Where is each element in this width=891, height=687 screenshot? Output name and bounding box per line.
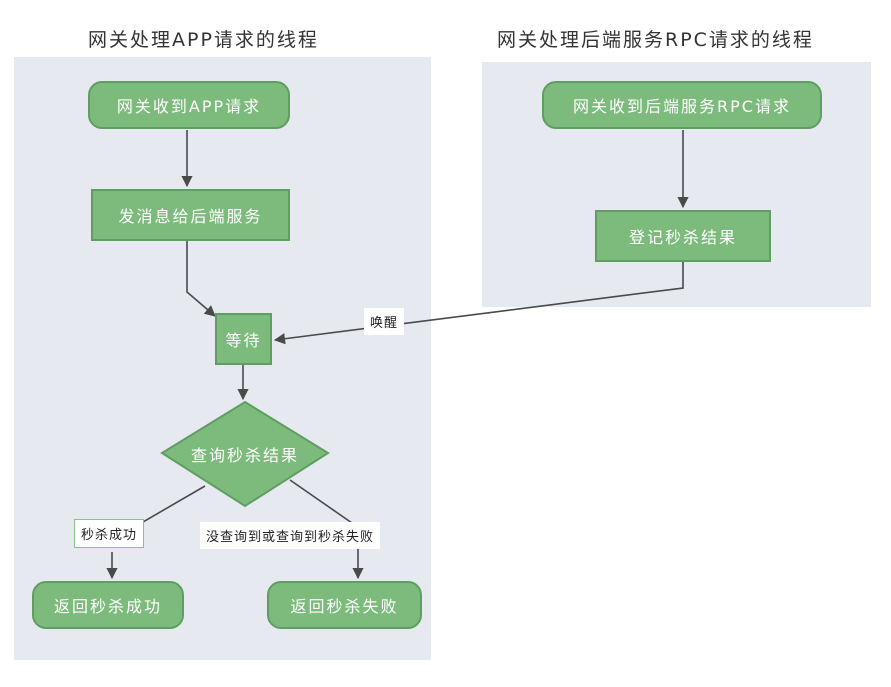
node-receive-app-request: 网关收到APP请求 [88, 81, 290, 129]
node-query-result-diamond [160, 400, 330, 508]
edge-label-wake: 唤醒 [364, 308, 405, 335]
node-return-success: 返回秒杀成功 [32, 581, 184, 629]
edge-label-success: 秒杀成功 [74, 519, 145, 548]
node-query-result-label: 查询秒杀结果 [190, 446, 299, 465]
node-receive-rpc-request: 网关收到后端服务RPC请求 [542, 81, 822, 129]
edge-query-to-fail [289, 479, 353, 524]
node-return-fail: 返回秒杀失败 [267, 581, 422, 629]
node-send-message-to-backend: 发消息给后端服务 [91, 189, 290, 241]
lane-app-title: 网关处理APP请求的线程 [88, 29, 319, 51]
lane-rpc-title: 网关处理后端服务RPC请求的线程 [497, 29, 814, 51]
node-record-result: 登记秒杀结果 [595, 210, 771, 262]
edge-label-fail: 没查询到或查询到秒杀失败 [200, 522, 381, 549]
node-wait: 等待 [215, 313, 272, 365]
edge-record-to-wait [273, 262, 684, 345]
edge-send-to-wait [186, 241, 216, 317]
